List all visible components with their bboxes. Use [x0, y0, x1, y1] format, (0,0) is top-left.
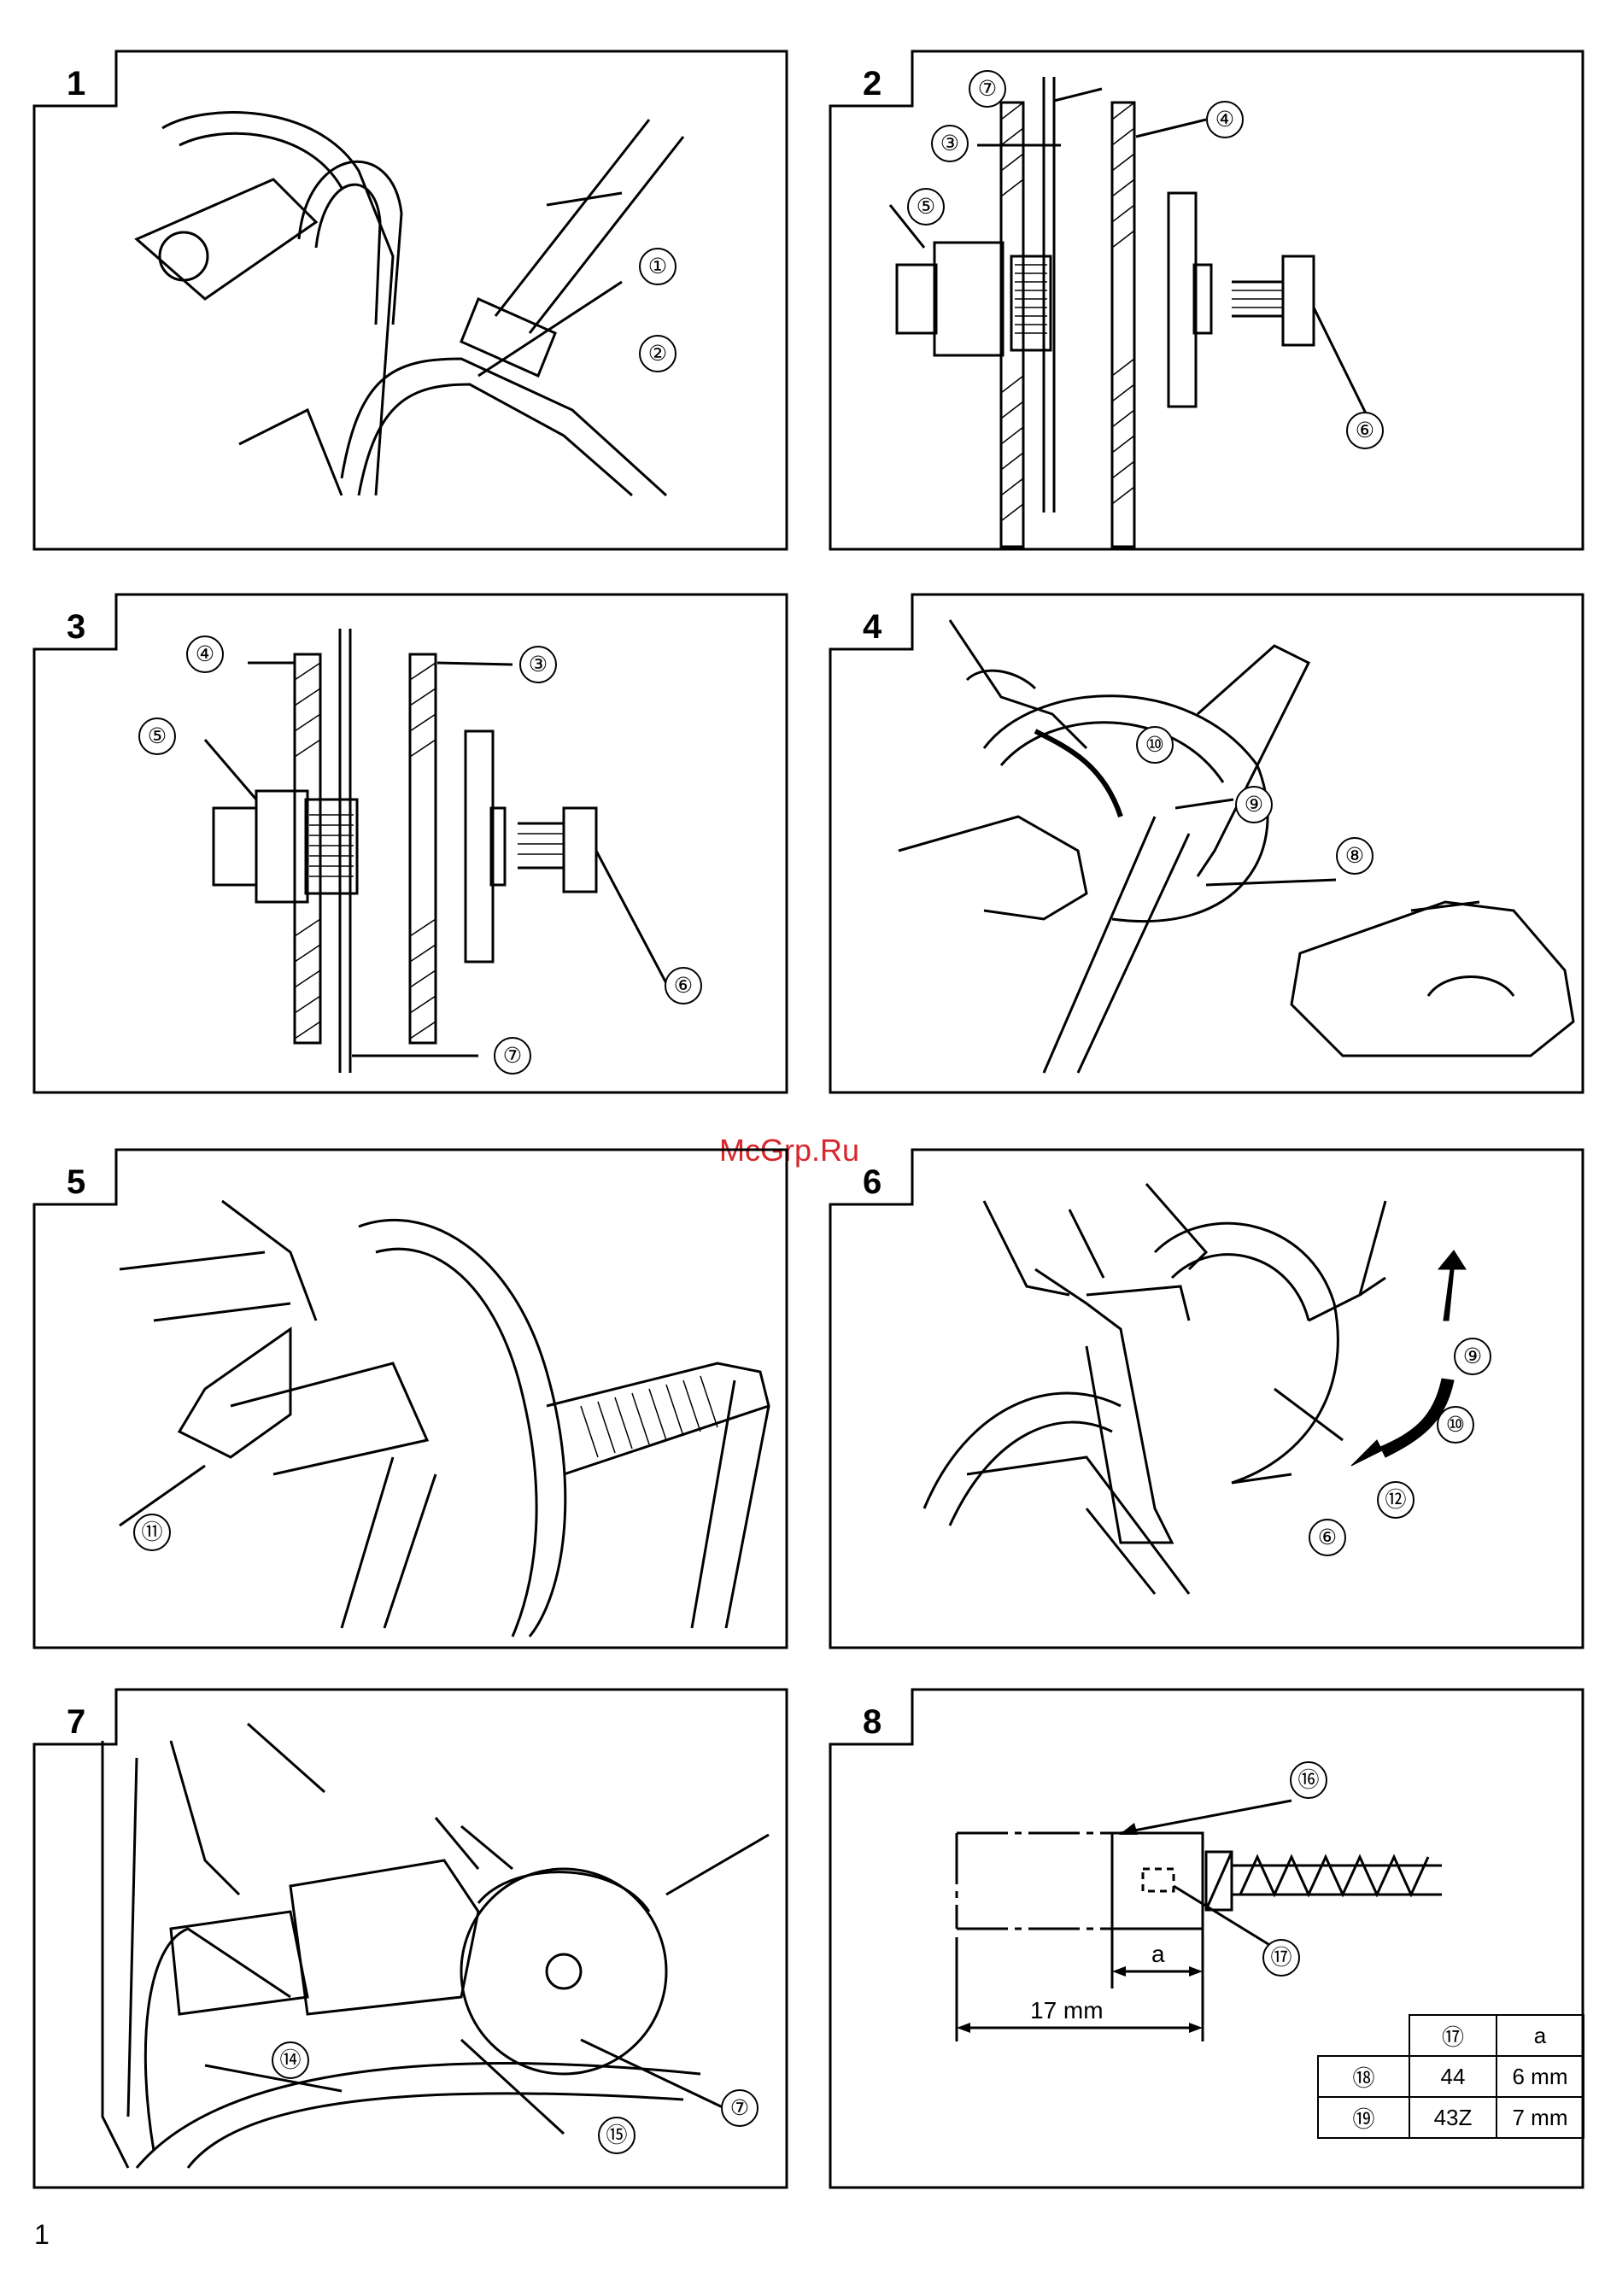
- figure-6: 6 ⑨ ⑩ ⑫ ⑥: [830, 1150, 1584, 1649]
- callout-10: ⑩: [1437, 1406, 1474, 1444]
- callout-16: ⑯: [1290, 1761, 1327, 1799]
- callout-4: ④: [186, 636, 224, 673]
- table-cell: 7 mm: [1496, 2097, 1584, 2138]
- table-cell: [1318, 2015, 1409, 2056]
- figure-2: 2 ⑦ ③ ⑤ ④ ⑥: [830, 51, 1584, 550]
- saw-with-dust-hose-illustration: [34, 51, 788, 550]
- callout-5: ⑤: [907, 188, 945, 226]
- callout-8: ⑧: [1336, 837, 1374, 875]
- blade-tightening-illustration: [830, 594, 1584, 1093]
- callout-7: ⑦: [969, 70, 1006, 108]
- callout-9: ⑨: [1454, 1338, 1491, 1375]
- callout-12: ⑫: [1377, 1481, 1414, 1519]
- callout-6: ⑥: [1309, 1519, 1346, 1556]
- figure-5: 5 ⑪: [34, 1150, 788, 1649]
- callout-6: ⑥: [665, 967, 702, 1004]
- blade-removal-illustration: [830, 1150, 1584, 1649]
- callout-11: ⑪: [133, 1514, 171, 1551]
- table-cell: a: [1496, 2015, 1584, 2056]
- table-header-row: ⑰ a: [1318, 2015, 1584, 2056]
- figure-7: 7 ⑭ ⑮ ⑦: [34, 1690, 788, 2188]
- table-row: ⑱ 44 6 mm: [1318, 2056, 1584, 2097]
- callout-17: ⑰: [1262, 1939, 1300, 1977]
- table-cell: 6 mm: [1496, 2056, 1584, 2097]
- flange-assembly-reversed-diagram: [34, 594, 788, 1093]
- figure-3: 3 ④ ⑤ ③ ⑥ ⑦: [34, 594, 788, 1093]
- callout-7: ⑦: [494, 1037, 531, 1075]
- table-cell: ⑱: [1318, 2056, 1409, 2097]
- dimension-a-label: a: [1151, 1942, 1165, 1966]
- table-cell: ⑰: [1409, 2015, 1496, 2056]
- table-cell: ⑲: [1318, 2097, 1409, 2138]
- callout-5: ⑤: [138, 718, 176, 755]
- callout-1: ①: [639, 248, 676, 285]
- table-cell: 44: [1409, 2056, 1496, 2097]
- brush-spec-table: ⑰ a ⑱ 44 6 mm ⑲ 43Z 7 mm: [1317, 2014, 1584, 2139]
- callout-7: ⑦: [721, 2089, 758, 2127]
- spindle-lock-illustration: [34, 1150, 788, 1649]
- dimension-total-label: 17 mm: [1030, 1999, 1104, 2023]
- callout-3: ③: [931, 125, 969, 162]
- callout-9: ⑨: [1235, 786, 1273, 823]
- callout-3: ③: [519, 646, 557, 683]
- table-cell: 43Z: [1409, 2097, 1496, 2138]
- callout-15: ⑮: [598, 2117, 636, 2154]
- callout-14: ⑭: [272, 2041, 309, 2079]
- callout-4: ④: [1206, 101, 1244, 138]
- cutting-operation-illustration: [34, 1690, 788, 2188]
- callout-10: ⑩: [1136, 726, 1174, 764]
- table-row: ⑲ 43Z 7 mm: [1318, 2097, 1584, 2138]
- callout-2: ②: [639, 335, 676, 372]
- figure-1: 1 ① ②: [34, 51, 788, 550]
- page-number: 1: [34, 2219, 50, 2251]
- callout-6: ⑥: [1346, 412, 1384, 449]
- figure-4: 4 ⑩ ⑨ ⑧: [830, 594, 1584, 1093]
